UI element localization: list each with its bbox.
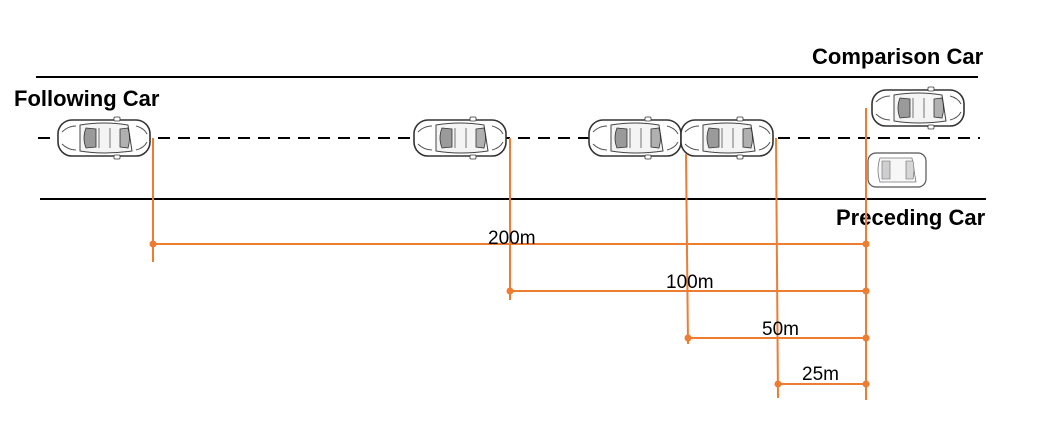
following-car-label: Following Car — [14, 86, 160, 111]
following-car-icon — [57, 116, 151, 160]
distance-labels: 200m 100m 50m 25m — [488, 228, 839, 385]
preceding-car-icon — [867, 152, 927, 188]
drop-line-50m — [685, 153, 689, 345]
preceding-car-label: Preceding Car — [836, 205, 986, 230]
car-50m-icon — [588, 116, 682, 160]
drop-line-25m — [775, 137, 779, 399]
endpoint-dots — [149, 240, 870, 388]
car-25m-icon — [680, 116, 774, 160]
comparison-car-label: Comparison Car — [812, 44, 984, 69]
label-25m: 25m — [802, 364, 839, 385]
label-200m: 200m — [488, 228, 536, 249]
comparison-car-icon — [871, 86, 965, 130]
label-50m: 50m — [762, 319, 799, 340]
label-100m: 100m — [666, 272, 714, 293]
car-100m-icon — [413, 116, 507, 160]
